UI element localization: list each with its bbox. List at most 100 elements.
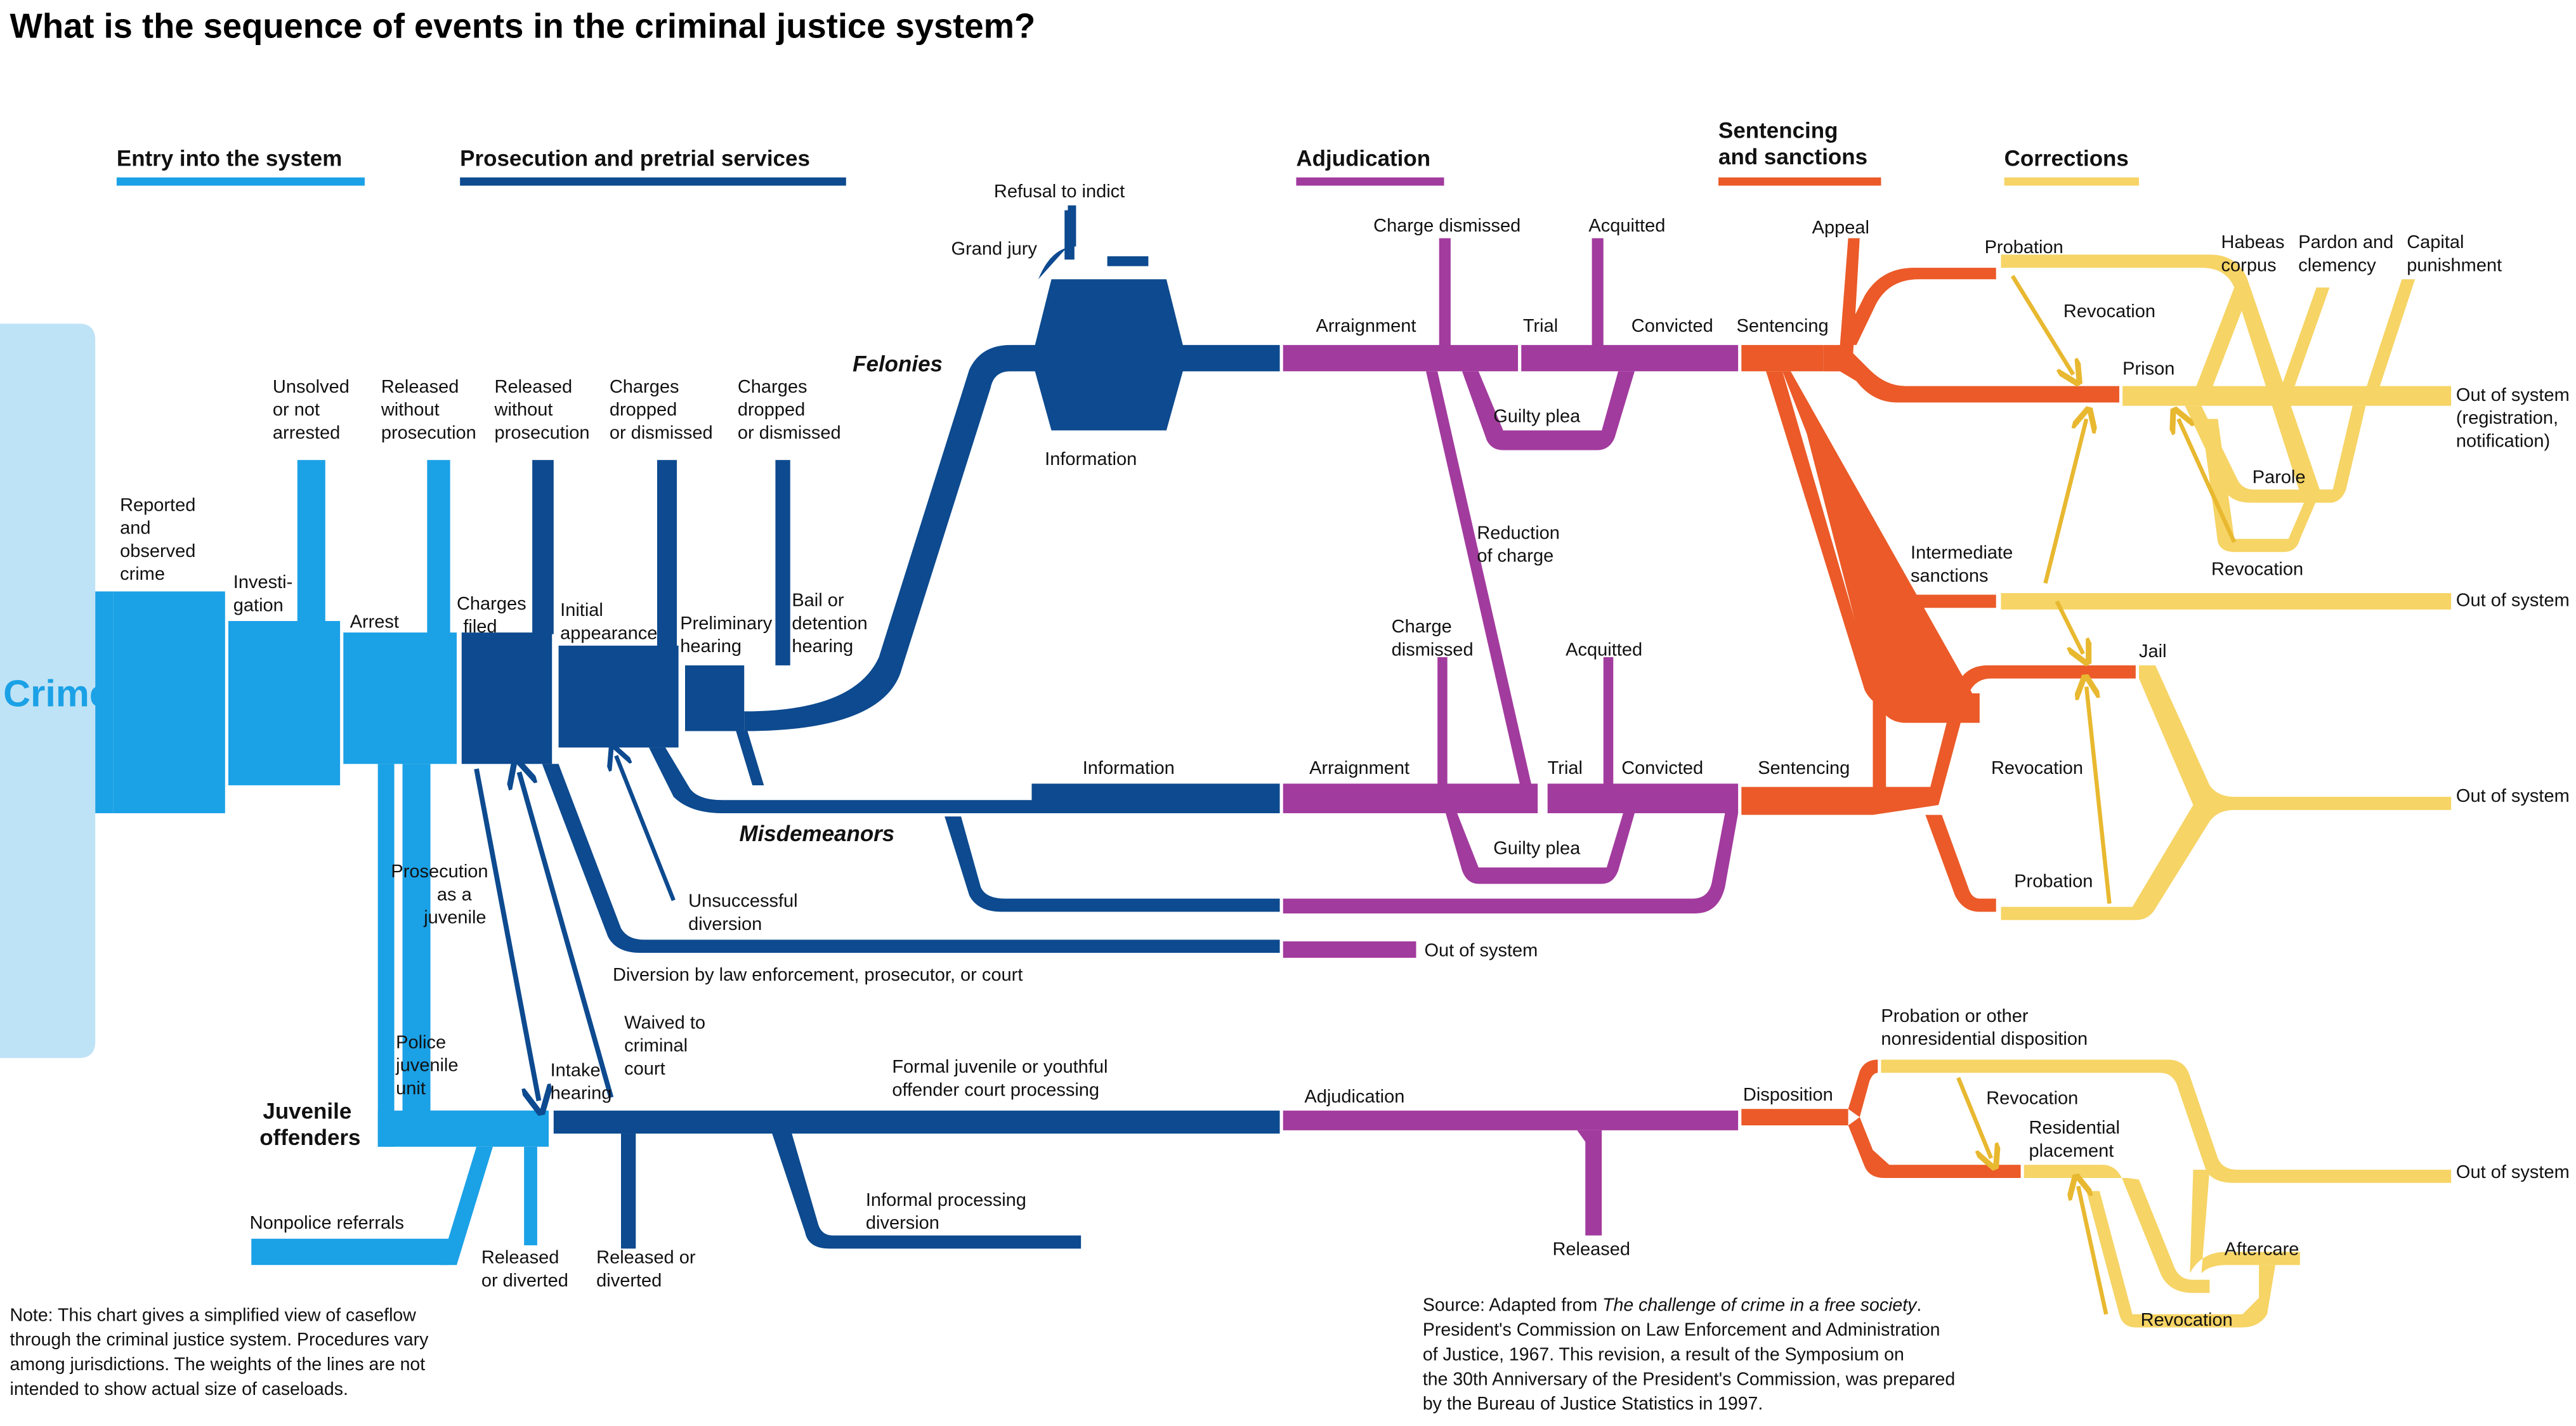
revocation-2-label: Revocation: [2211, 559, 2303, 579]
adjudication-labels: Arraignment Arraignment Trial Trial Char…: [1304, 216, 1713, 1260]
out-2-label: Out of system: [2456, 786, 2570, 806]
crime-panel: [0, 324, 96, 1058]
acquitted-mis-label: Acquitted: [1566, 639, 1642, 660]
probation-fel-label: Probation: [1985, 237, 2063, 258]
convicted-mis-label: Convicted: [1621, 758, 1703, 778]
stage-adjudication-bar: [1296, 177, 1444, 186]
revocation-4-label: Revocation: [1986, 1088, 2078, 1108]
source: Source: Adapted from The challenge of cr…: [1423, 1295, 1955, 1414]
sentencing-labels: Sentencing Sentencing Appeal Intermediat…: [1737, 218, 2013, 1105]
stage-entry-bar: [116, 177, 365, 186]
charge-dismissed-fel-label: Charge dismissed: [1373, 216, 1520, 236]
revocation-5-label: Revocation: [2141, 1310, 2233, 1330]
stage-prosecution-bar: [460, 177, 846, 186]
revocation-3-label: Revocation: [1991, 758, 2083, 778]
arraignment-mis-label: Arraignment: [1309, 758, 1409, 778]
investigation-label: Investi-gation: [233, 572, 292, 615]
out-3-label: Out of system: [2456, 1162, 2570, 1182]
arraignment-fel-label: Arraignment: [1316, 316, 1416, 336]
page-title: What is the sequence of events in the cr…: [10, 7, 1036, 46]
jail-label: Jail: [2139, 641, 2167, 662]
disposition-label: Disposition: [1743, 1085, 1833, 1105]
nonpolice-label: Nonpolice referrals: [250, 1213, 404, 1233]
note: Note: This chart gives a simplified view…: [10, 1305, 429, 1399]
stage-sentencing-2: and sanctions: [1718, 145, 1867, 169]
aftercare-label: Aftercare: [2225, 1240, 2299, 1260]
trial-fel-label: Trial: [1523, 316, 1558, 336]
sentencing-flows: [1741, 238, 2136, 1178]
trial-mis-label: Trial: [1548, 758, 1583, 778]
felonies-label: Felonies: [853, 351, 943, 376]
adjudication-flows: [1283, 238, 1739, 1236]
corrections-labels: Probation Probation Revocation Revocatio…: [1881, 232, 2569, 1330]
arrest-label: Arrest: [350, 612, 399, 632]
svg-text:Note: This chart gives a simpl: Note: This chart gives a simplified view…: [10, 1305, 429, 1399]
refusal-label: Refusal to indict: [994, 181, 1125, 202]
entry-flows: Crime: [0, 324, 549, 1266]
guilty-plea-fel-label: Guilty plea: [1493, 407, 1581, 427]
sentencing-mis-label: Sentencing: [1758, 758, 1850, 778]
probation-mis-label: Probation: [2014, 872, 2093, 892]
stage-entry: Entry into the system: [117, 147, 342, 171]
prosecution-flows: [461, 205, 1280, 1249]
out-1-label: Out of system: [2456, 591, 2570, 611]
grand-jury-label: Grand jury: [951, 239, 1038, 259]
misdemeanors-label: Misdemeanors: [739, 821, 894, 846]
corrections-flows: [1881, 254, 2452, 1328]
stage-prosecution: Prosecution and pretrial services: [460, 147, 810, 171]
stage-sentencing-bar: [1718, 177, 1881, 186]
stage-adjudication: Adjudication: [1296, 147, 1430, 171]
crime-label: Crime: [3, 672, 110, 715]
diversion-label: Diversion by law enforcement, prosecutor…: [613, 965, 1023, 985]
svg-text:Source: Adapted from The chall: Source: Adapted from The challenge of cr…: [1423, 1295, 1955, 1414]
information-mis-label: Information: [1083, 758, 1175, 778]
appeal-label: Appeal: [1812, 218, 1869, 238]
guilty-plea-mis-label: Guilty plea: [1493, 839, 1581, 859]
information-fel-label: Information: [1045, 449, 1137, 469]
convicted-fel-label: Convicted: [1631, 316, 1713, 336]
stage-headers: Entry into the system Prosecution and pr…: [116, 119, 2140, 186]
prison-label: Prison: [2122, 358, 2174, 379]
stage-corrections-bar: [2004, 177, 2140, 186]
juvenile-adjudication-label: Adjudication: [1304, 1087, 1404, 1107]
stage-corrections: Corrections: [2004, 147, 2129, 171]
acquitted-fel-label: Acquitted: [1588, 216, 1665, 236]
revocation-1-label: Revocation: [2063, 301, 2155, 322]
parole-label: Parole: [2252, 467, 2306, 487]
sentencing-fel-label: Sentencing: [1737, 316, 1829, 336]
out-of-system-adj-label: Out of system: [1424, 940, 1538, 960]
released-label: Released: [1552, 1240, 1630, 1260]
out-reg-label: Out of system(registration,notification): [2456, 385, 2570, 452]
